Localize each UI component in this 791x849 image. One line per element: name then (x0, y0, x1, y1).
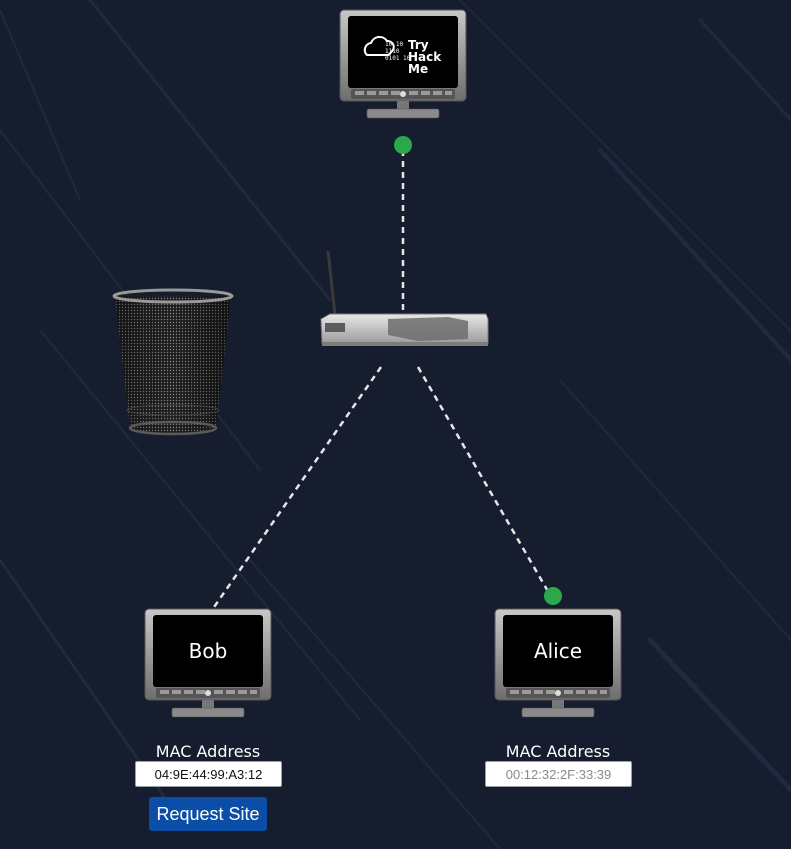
link-router-bob (210, 366, 383, 611)
server-monitor-icon (339, 9, 467, 119)
bob-mac-label: MAC Address (155, 742, 261, 761)
logo-bit-line: 10 10 (385, 41, 404, 48)
trash-bin-icon (112, 288, 234, 436)
link-router-alice (416, 366, 555, 601)
bob-mac-field[interactable] (135, 761, 282, 787)
alice-monitor[interactable]: Alice (494, 608, 622, 720)
alice-mac-field[interactable] (485, 761, 632, 787)
server-logo-text: Try Hack Me (408, 39, 441, 75)
bob-monitor[interactable]: Bob (144, 608, 272, 720)
logo-bit-line: 0101 10 (385, 55, 411, 62)
alice-status-dot (544, 587, 562, 605)
trash-bin[interactable] (112, 288, 234, 440)
bob-monitor-icon (144, 608, 272, 718)
server-logo-bits: 10 10 1110 0101 10 (385, 41, 411, 62)
bob-screen-name: Bob (188, 639, 228, 663)
router-icon (320, 250, 489, 346)
logo-line-hack: Hack (408, 50, 442, 64)
alice-screen-name: Alice (533, 639, 583, 663)
server-status-dot (394, 136, 412, 154)
alice-mac-label: MAC Address (505, 742, 611, 761)
server-monitor[interactable]: 10 10 1110 0101 10 Try Hack Me (339, 9, 467, 121)
request-site-button[interactable]: Request Site (149, 797, 267, 831)
logo-bit-line: 1110 (385, 48, 400, 55)
router[interactable] (318, 249, 490, 349)
logo-line-try: Try (408, 38, 429, 52)
alice-monitor-icon (494, 608, 622, 718)
logo-line-me: Me (408, 62, 429, 76)
